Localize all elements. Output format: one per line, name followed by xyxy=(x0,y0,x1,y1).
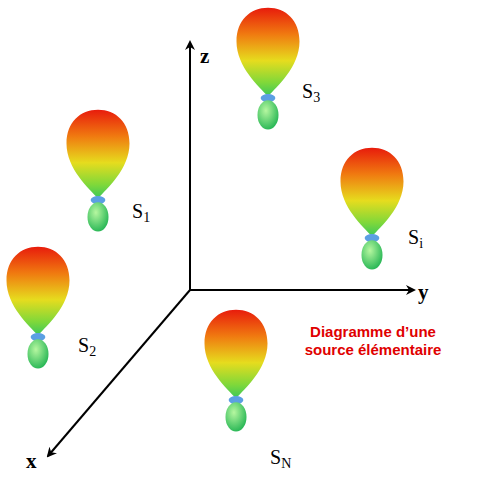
radiation-pattern xyxy=(205,310,268,432)
radiation-pattern xyxy=(7,247,70,369)
source-label: Si xyxy=(408,226,423,252)
source-label: S1 xyxy=(132,200,150,226)
radiation-pattern xyxy=(237,8,300,130)
radiation-pattern xyxy=(341,148,404,270)
axis-label: x xyxy=(26,449,37,474)
source-label: S2 xyxy=(78,334,96,360)
radiation-pattern xyxy=(67,110,130,232)
source-label: S3 xyxy=(302,80,320,106)
axis-label: y xyxy=(418,280,429,305)
axis-label: z xyxy=(200,44,209,69)
note-text: Diagramme d’une source élémentaire xyxy=(288,323,458,359)
source-label: SN xyxy=(270,446,291,472)
